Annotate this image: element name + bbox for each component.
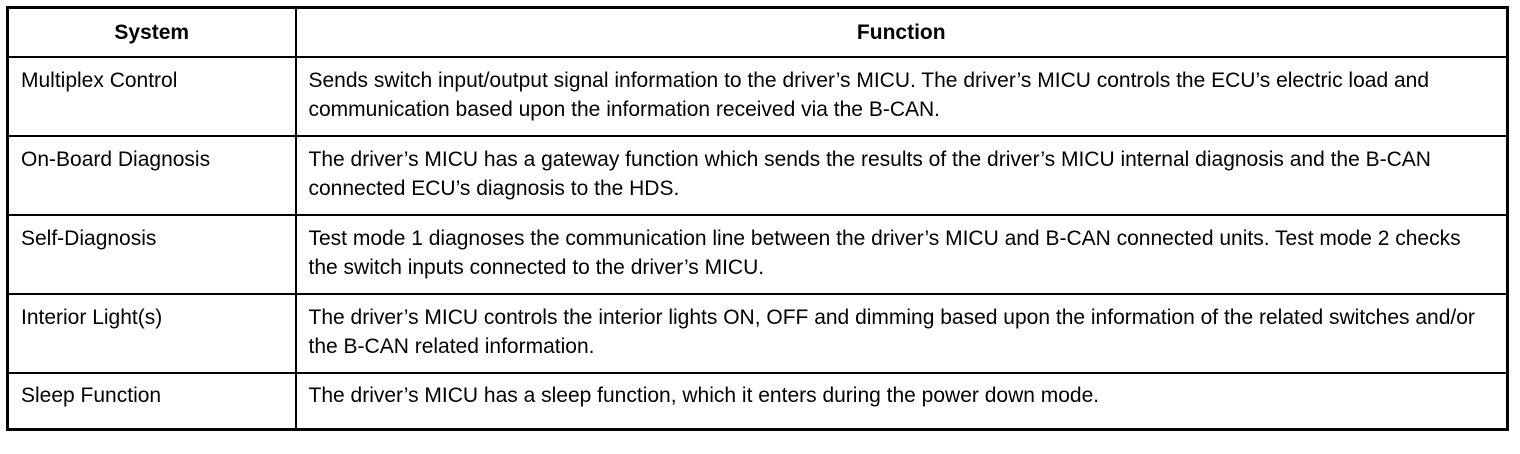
table-row: Self-Diagnosis Test mode 1 diagnoses the… <box>6 214 1509 295</box>
table-row: Multiplex Control Sends switch input/out… <box>6 56 1509 137</box>
header-system: System <box>6 6 297 58</box>
system-function-table: System Function Multiplex Control Sends … <box>6 6 1509 431</box>
table-row: Interior Light(s) The driver’s MICU cont… <box>6 293 1509 374</box>
system-cell: Self-Diagnosis <box>6 214 297 295</box>
function-cell: The driver’s MICU controls the interior … <box>294 293 1509 374</box>
table-header-row: System Function <box>6 6 1509 58</box>
system-cell: Sleep Function <box>6 372 297 431</box>
table-row: Sleep Function The driver’s MICU has a s… <box>6 372 1509 431</box>
system-cell: Multiplex Control <box>6 56 297 137</box>
function-cell: The driver’s MICU has a sleep function, … <box>294 372 1509 431</box>
function-cell: Test mode 1 diagnoses the communication … <box>294 214 1509 295</box>
header-function: Function <box>294 6 1509 58</box>
function-cell: The driver’s MICU has a gateway function… <box>294 135 1509 216</box>
system-cell: On-Board Diagnosis <box>6 135 297 216</box>
function-cell: Sends switch input/output signal informa… <box>294 56 1509 137</box>
system-cell: Interior Light(s) <box>6 293 297 374</box>
table-row: On-Board Diagnosis The driver’s MICU has… <box>6 135 1509 216</box>
system-function-table-container: System Function Multiplex Control Sends … <box>6 6 1509 431</box>
